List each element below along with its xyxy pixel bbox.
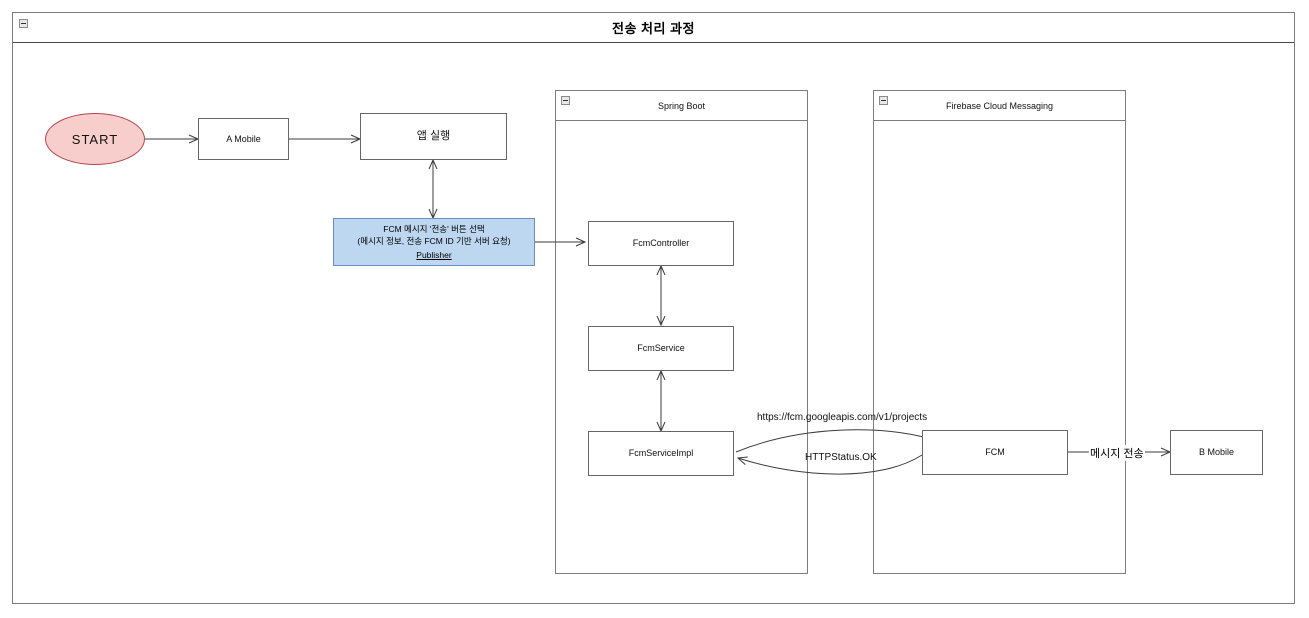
container-firebase: Firebase Cloud Messaging [873, 90, 1126, 574]
collapse-icon[interactable] [561, 96, 570, 105]
node-app-run-label: 앱 실행 [416, 130, 451, 143]
edge-label-response-status: HTTPStatus.OK [805, 452, 877, 463]
node-fcm-service-impl[interactable]: FcmServiceImpl [588, 431, 734, 476]
node-fcm-service-impl-label: FcmServiceImpl [628, 448, 694, 459]
publisher-line-1: FCM 메시지 '전송' 버튼 선택 [383, 224, 485, 235]
container-firebase-title: Firebase Cloud Messaging [874, 91, 1125, 121]
collapse-icon[interactable] [19, 19, 28, 28]
node-fcm-service[interactable]: FcmService [588, 326, 734, 371]
node-app-run[interactable]: 앱 실행 [360, 113, 507, 160]
node-fcm-controller-label: FcmController [632, 238, 690, 249]
collapse-icon[interactable] [879, 96, 888, 105]
node-start-label: START [71, 131, 119, 147]
container-spring-boot-title: Spring Boot [556, 91, 807, 121]
page-title: 전송 처리 과정 [612, 21, 695, 36]
frame-title-bar: 전송 처리 과정 [13, 13, 1294, 43]
node-a-mobile[interactable]: A Mobile [198, 118, 289, 160]
publisher-line-3: Publisher [416, 249, 452, 260]
publisher-line-2: (메시지 정보, 전송 FCM ID 기반 서버 요청) [357, 236, 511, 247]
container-firebase-label: Firebase Cloud Messaging [945, 100, 1054, 111]
node-fcm-controller[interactable]: FcmController [588, 221, 734, 266]
node-publisher[interactable]: FCM 메시지 '전송' 버튼 선택 (메시지 정보, 전송 FCM ID 기반… [333, 218, 535, 266]
node-b-mobile[interactable]: B Mobile [1170, 430, 1263, 475]
node-fcm[interactable]: FCM [922, 430, 1068, 475]
node-fcm-label: FCM [985, 447, 1005, 458]
node-b-mobile-label: B Mobile [1198, 447, 1234, 458]
node-a-mobile-label: A Mobile [226, 133, 261, 144]
node-fcm-service-label: FcmService [637, 343, 685, 354]
container-spring-boot-label: Spring Boot [657, 100, 706, 111]
edge-label-message-send: 메시지 전송 [1089, 445, 1145, 461]
edge-label-request-url: https://fcm.googleapis.com/v1/projects [757, 412, 928, 423]
node-start[interactable]: START [45, 113, 145, 165]
